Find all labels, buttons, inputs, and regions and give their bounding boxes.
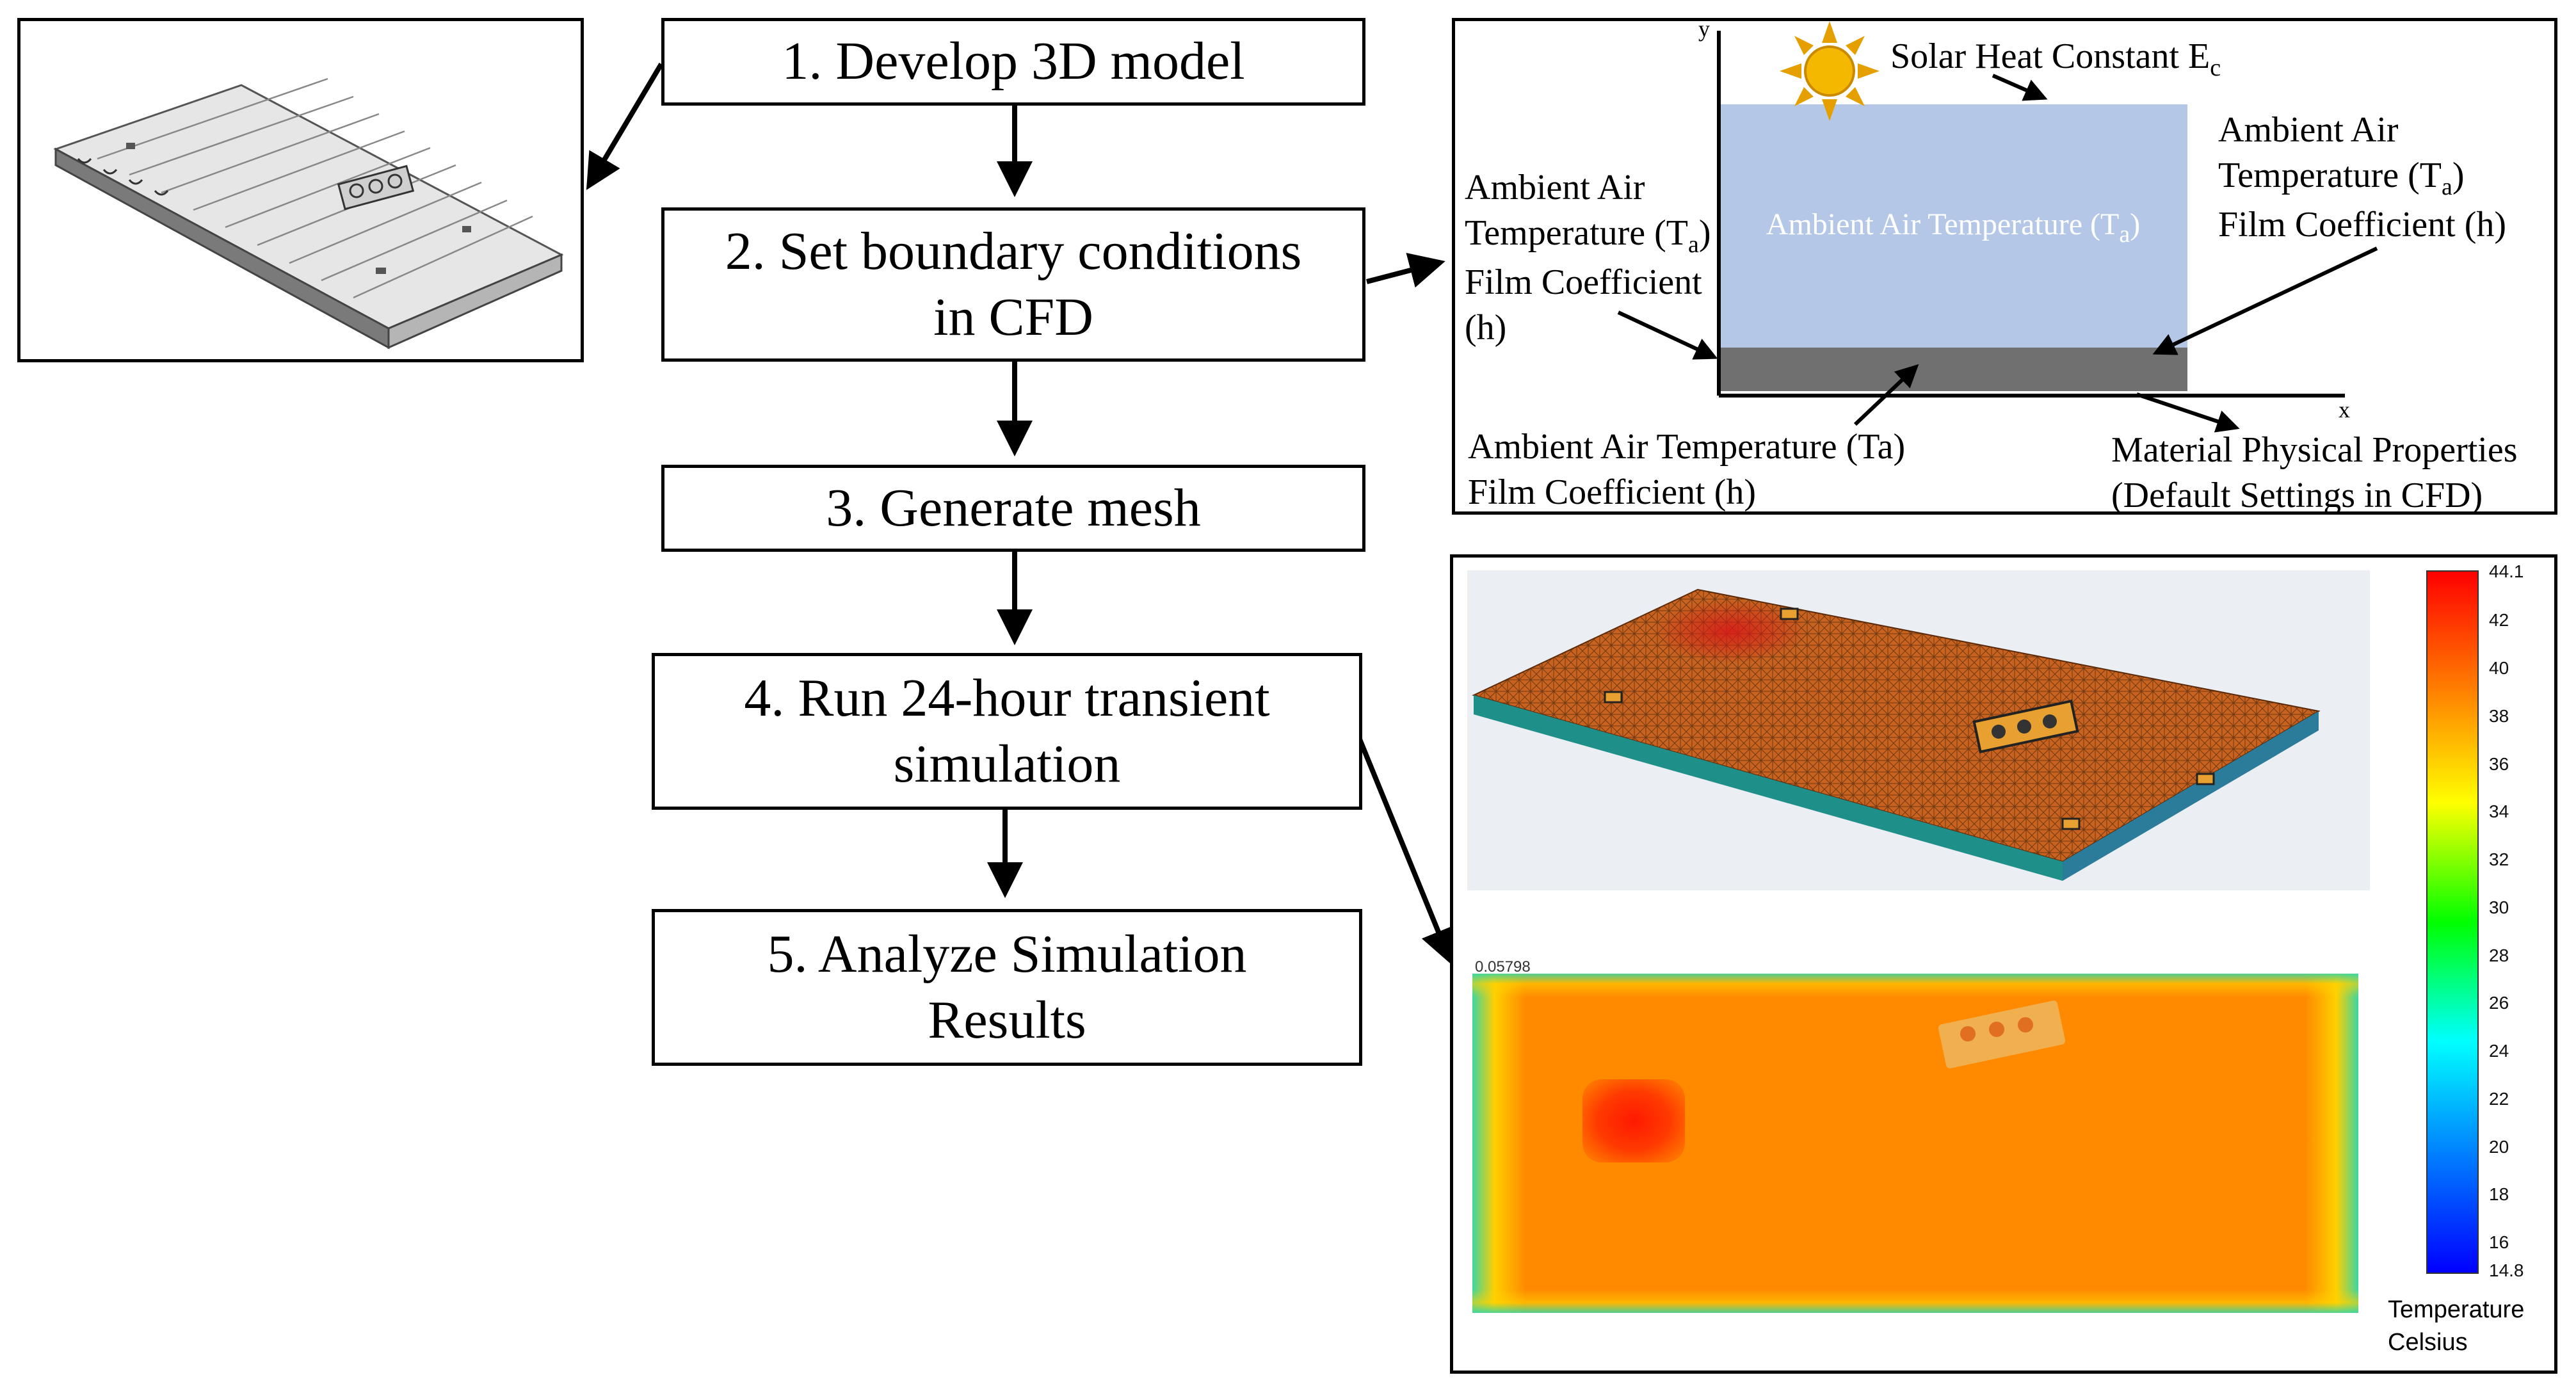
colorbar-tick-label: 32 (2489, 849, 2509, 870)
plan-corner-label: 0.05798 (1475, 958, 1531, 976)
colorbar-tick-label: 20 (2489, 1136, 2509, 1157)
bottom-left-arrow (1853, 364, 1919, 426)
ambient-air-region (1719, 104, 2187, 348)
colorbar-max-label: 44.1 (2489, 561, 2524, 581)
axis-y-label: y (1698, 16, 1710, 42)
hot-spot (1582, 1079, 1685, 1162)
right-boundary-label: Ambient Air Temperature (Ta) Film Coeffi… (2218, 110, 2506, 245)
left-boundary-label: Ambient Air Temperature (Ta) Film Coeffi… (1465, 168, 1711, 348)
step-4-label: 4. Run 24-hour transient simulation (744, 668, 1270, 794)
material-properties-label: Material Physical Properties (Default Se… (2111, 430, 2518, 516)
colorbar-tick-label: 34 (2489, 801, 2509, 822)
step-4-box: 4. Run 24-hour transient simulation (652, 653, 1362, 810)
step-1-label: 1. Develop 3D model (782, 31, 1245, 92)
slab-model-drawing (53, 77, 564, 350)
step-3-label: 3. Generate mesh (826, 478, 1201, 538)
colorbar-unit-label: Temperature Celsius (2388, 1296, 2525, 1356)
colorbar-min-label: 14.8 (2489, 1260, 2524, 1280)
colorbar-tick-label: 16 (2489, 1232, 2509, 1253)
colorbar-tick-label: 38 (2489, 705, 2509, 726)
colorbar-tick-label: 36 (2489, 753, 2509, 774)
colorbar-tick-label: 24 (2489, 1041, 2509, 1061)
sun-icon (1780, 21, 1880, 121)
colorbar-tick-label: 22 (2489, 1088, 2509, 1109)
results-panel: 0.05798 44.1 14.8 42 40 38 36 34 32 30 28 26 24 22… (1450, 554, 2557, 1374)
boundary-arrows (1617, 21, 2378, 433)
step-3-box: 3. Generate mesh (661, 465, 1365, 552)
arrow-2-boundary (1365, 253, 1445, 288)
step-1-box: 1. Develop 3D model (661, 18, 1365, 106)
colorbar-tick-label: 40 (2489, 658, 2509, 679)
plan-temperature-map: 0.05798 (1467, 958, 2363, 1313)
bottom-left-boundary-label: Ambient Air Temperature (Ta) Film Coeffi… (1468, 427, 1906, 513)
right-arrow (2152, 246, 2378, 355)
step-2-box: 2. Set boundary conditions in CFD (661, 207, 1365, 362)
mesh-render (1467, 570, 2370, 890)
colorbar-tick-label: 26 (2489, 993, 2509, 1013)
colorbar-tick-label: 28 (2489, 945, 2509, 965)
boundary-conditions-panel: Ambient Air Temperature (Ta) (1452, 16, 2557, 515)
colorbar-tick-label: 18 (2489, 1184, 2509, 1205)
colorbar-tick-label: 30 (2489, 897, 2509, 917)
left-arrow (1617, 310, 1718, 360)
model-panel (17, 18, 584, 362)
solar-arrow (1992, 74, 2048, 101)
step-5-label: 5. Analyze Simulation Results (767, 924, 1247, 1050)
arrow-4-results (1355, 732, 1455, 965)
step-5-box: 5. Analyze Simulation Results (652, 909, 1362, 1066)
colorbar (2426, 570, 2479, 1274)
solar-label: Solar Heat Constant Ec (1890, 36, 2221, 81)
colorbar-tick-label: 42 (2489, 610, 2509, 631)
slab-region (1719, 348, 2187, 391)
bottom-right-arrow (2136, 392, 2240, 433)
axis-x-label: x (2339, 397, 2350, 422)
arrow-1-model (586, 62, 664, 190)
center-air-label: Ambient Air Temperature (Ta) (1766, 207, 2141, 248)
step-2-label: 2. Set boundary conditions in CFD (725, 221, 1302, 347)
